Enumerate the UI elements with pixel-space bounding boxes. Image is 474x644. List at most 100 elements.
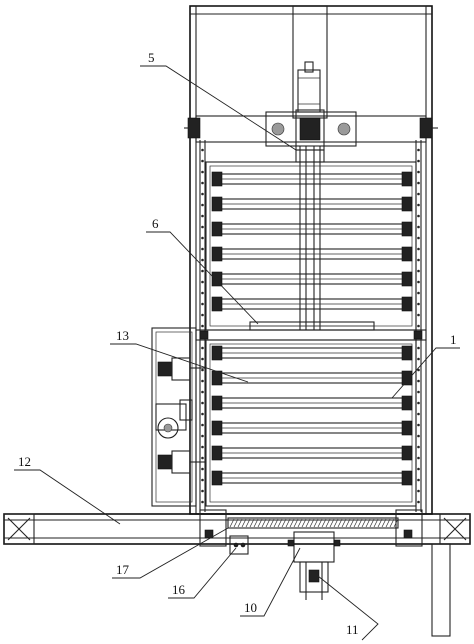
hatch-line — [257, 518, 263, 528]
hatch-line — [325, 518, 331, 528]
hatch-line — [389, 518, 395, 528]
bolt-hole — [201, 412, 204, 416]
bolt-hole — [417, 324, 420, 328]
shelf-clamp — [401, 445, 413, 461]
hatch-line — [385, 518, 391, 528]
hatch-line — [249, 518, 255, 528]
bolt-hole — [201, 401, 204, 405]
hatch-line — [241, 518, 247, 528]
hatch-line — [341, 518, 347, 528]
hatch-line — [377, 518, 383, 528]
column-bolt-holes — [201, 148, 420, 504]
hatch-line — [353, 518, 359, 528]
shelf-clamp — [211, 196, 223, 212]
callout-16: 16 — [172, 582, 186, 597]
bolt-hole — [417, 467, 420, 471]
bolt-hole — [201, 170, 204, 174]
hatch-line — [313, 518, 319, 528]
hatch-line — [345, 518, 351, 528]
callout-1: 1 — [450, 332, 457, 347]
bolt-hole — [417, 181, 420, 185]
bracket — [229, 535, 249, 555]
hatch-line — [381, 518, 387, 528]
bolt-hole — [417, 489, 420, 493]
main-frame — [189, 5, 433, 515]
hatch-line — [333, 518, 339, 528]
bolt-hole — [201, 500, 204, 504]
bolt-hole — [417, 478, 420, 482]
bolt-hole — [417, 456, 420, 460]
shelf-clamp — [401, 296, 413, 312]
bolt-hole — [201, 280, 204, 284]
hatch-line — [293, 518, 299, 528]
bolt-hole — [417, 379, 420, 383]
hatch-line — [233, 518, 239, 528]
bolt-hole — [201, 379, 204, 383]
callout-13: 13 — [116, 328, 129, 343]
bolt-hole — [201, 346, 204, 350]
shelf-clamp — [211, 296, 223, 312]
shelf-clamp — [211, 171, 223, 187]
side-gearbox — [151, 327, 206, 507]
hatch-line — [317, 518, 323, 528]
bolt-hole — [417, 159, 420, 163]
shelf-clamp — [401, 370, 413, 386]
bolt-hole — [201, 423, 204, 427]
leader-lines — [14, 65, 460, 641]
bolt-hole — [417, 203, 420, 207]
hatch-line — [305, 518, 311, 528]
callout-11: 11 — [346, 622, 359, 637]
callout-17: 17 — [116, 562, 130, 577]
hatch-line — [253, 518, 259, 528]
hatch-line — [277, 518, 283, 528]
hatch-line — [245, 518, 251, 528]
shelf-clamp — [211, 246, 223, 262]
hatch-line — [361, 518, 367, 528]
hatch-line — [261, 518, 267, 528]
callout-10: 10 — [244, 600, 257, 615]
hatch-line — [329, 518, 335, 528]
upper-chamber — [205, 161, 417, 331]
shelf-clamp — [401, 470, 413, 486]
bolt-hole — [417, 313, 420, 317]
hatch-line — [393, 518, 399, 528]
hatch-line — [289, 518, 295, 528]
bolt-hole — [417, 269, 420, 273]
bolt-hole — [201, 390, 204, 394]
lower-shelves — [211, 345, 413, 486]
bolt-hole — [201, 368, 204, 372]
bolt-hole — [201, 489, 204, 493]
top-drive-assembly — [184, 5, 438, 151]
shelf-clamp — [211, 271, 223, 287]
pusher-cylinder — [287, 531, 341, 600]
hatch-line — [265, 518, 271, 528]
bolt-hole — [417, 445, 420, 449]
bolt-hole — [201, 269, 204, 273]
bolt-hole — [201, 456, 204, 460]
bolt-hole — [417, 258, 420, 262]
shelf-clamp — [401, 196, 413, 212]
bolt-hole — [417, 368, 420, 372]
bolt-hole — [201, 225, 204, 229]
bolt-hole — [417, 346, 420, 350]
shelf-clamp — [211, 445, 223, 461]
bolt-hole — [417, 412, 420, 416]
shelf-clamp — [211, 470, 223, 486]
shelf-clamp — [401, 345, 413, 361]
bolt-hole — [201, 192, 204, 196]
hatch-line — [321, 518, 327, 528]
hatch-line — [297, 518, 303, 528]
bolt-hole — [201, 434, 204, 438]
bolt-hole — [201, 236, 204, 240]
callout-12: 12 — [18, 454, 31, 469]
shelf-clamp — [401, 395, 413, 411]
bolt-hole — [201, 181, 204, 185]
shelf-clamp — [211, 420, 223, 436]
shelf-clamp — [401, 420, 413, 436]
mid-divider — [195, 329, 427, 341]
shelf-clamp — [401, 221, 413, 237]
hatch-line — [365, 518, 371, 528]
bolt-hole — [201, 302, 204, 306]
hatch-line — [349, 518, 355, 528]
